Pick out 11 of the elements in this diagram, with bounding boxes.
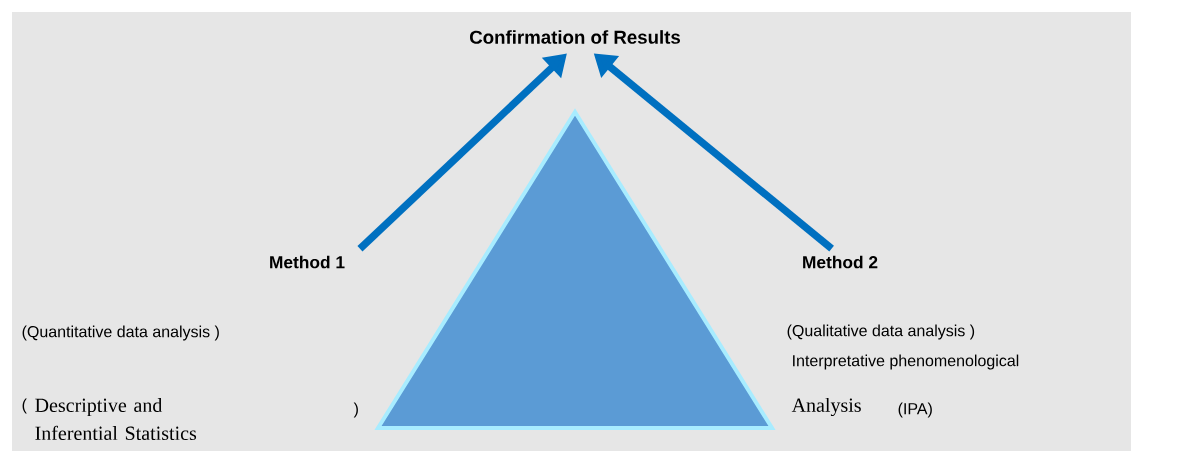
method-label: Method 1 bbox=[270, 255, 345, 269]
annotation-text: Analysis bbox=[791, 397, 861, 417]
annotation-text: (IPA) bbox=[898, 402, 932, 418]
annotation-text: (Qualitative data analysis ) bbox=[787, 324, 975, 340]
annotation-text: (Quantitative data analysis ) bbox=[22, 325, 219, 341]
annotation-text: ) bbox=[353, 402, 358, 418]
method-label: Method 2 bbox=[803, 255, 878, 269]
annotation-text: Descriptive and Inferential Statistics bbox=[35, 398, 197, 441]
heading-text: Confirmation of Results bbox=[470, 30, 680, 44]
annotation-text: ( bbox=[22, 398, 27, 414]
annotation-text: Interpretative phenomenological bbox=[793, 354, 1019, 370]
